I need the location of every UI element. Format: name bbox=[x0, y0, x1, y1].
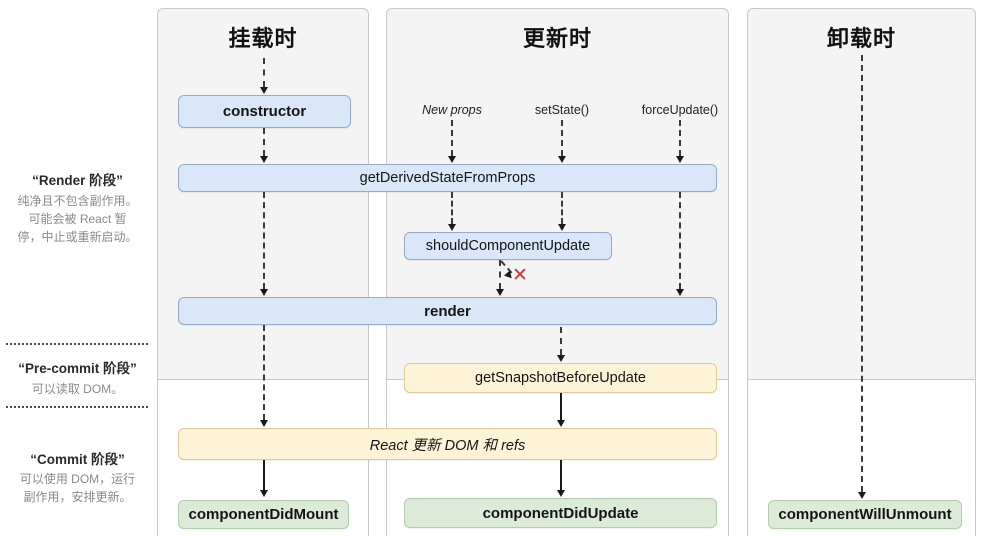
arrow-scu-to-render-line bbox=[499, 260, 501, 289]
arrow-gdsfp-to-scu-left-line bbox=[451, 192, 453, 224]
node-component-did-update: componentDidUpdate bbox=[404, 498, 717, 528]
arrow-constructor-to-gdsfp-head bbox=[260, 156, 268, 163]
arrow-mount-entry-line bbox=[263, 58, 265, 87]
trigger-set-state: setState() bbox=[534, 103, 590, 117]
column-mounting-title: 挂载时 bbox=[228, 26, 298, 51]
node-should-component-update: shouldComponentUpdate bbox=[404, 232, 612, 260]
arrow-snapshot-to-domupdate-line bbox=[560, 393, 562, 420]
arrow-render-to-domupdate-mount-line bbox=[263, 325, 265, 420]
node-render: render bbox=[178, 297, 717, 325]
arrow-domupdate-to-didmount-line bbox=[263, 460, 265, 490]
phase-commit-desc-line2: 副作用，安排更新。 bbox=[23, 490, 132, 504]
arrow-setstate-to-gdsfp-head bbox=[558, 156, 566, 163]
arrow-render-to-snapshot-line bbox=[560, 327, 562, 355]
node-get-snapshot-before-update: getSnapshotBeforeUpdate bbox=[404, 363, 717, 393]
phase-separator-bottom bbox=[6, 406, 148, 408]
trigger-new-props: New props bbox=[422, 103, 482, 117]
arrow-domupdate-to-didupdate-line bbox=[560, 460, 562, 490]
arrow-gdsfp-to-scu-left-head bbox=[448, 224, 456, 231]
arrow-unmount-to-willunmount-head bbox=[858, 492, 866, 499]
arrow-unmount-to-willunmount-line bbox=[861, 55, 863, 492]
arrow-forceupdate-to-gdsfp-head bbox=[676, 156, 684, 163]
phase-pre-commit-desc: 可以读取 DOM。 bbox=[31, 382, 124, 396]
arrow-gdsfp-to-scu-right-line bbox=[561, 192, 563, 224]
phase-render-title: “Render 阶段” bbox=[32, 173, 123, 188]
arrow-gdsfp-to-render-mount-line bbox=[263, 192, 265, 289]
phase-render-desc-line2: 可能会被 React 暂 bbox=[28, 212, 127, 226]
column-updating-title: 更新时 bbox=[522, 26, 592, 51]
arrow-gdsfp-to-scu-right-head bbox=[558, 224, 566, 231]
arrow-setstate-to-gdsfp-line bbox=[561, 120, 563, 156]
node-get-derived-state-from-props: getDerivedStateFromProps bbox=[178, 164, 717, 192]
arrow-gdsfp-to-render-mount-head bbox=[260, 289, 268, 296]
arrow-forceupdate-bypass-to-render-head bbox=[676, 289, 684, 296]
phase-render-desc-line1: 纯净且不包含副作用。 bbox=[17, 194, 138, 208]
arrow-newprops-to-gdsfp-line bbox=[451, 120, 453, 156]
phase-separator-top bbox=[6, 343, 148, 345]
arrow-constructor-to-gdsfp-line bbox=[263, 128, 265, 156]
arrow-forceupdate-bypass-to-render-line bbox=[679, 192, 681, 289]
phase-pre-commit-title: “Pre-commit 阶段” bbox=[18, 361, 137, 376]
arrow-snapshot-to-domupdate-head bbox=[557, 420, 565, 427]
phase-commit-title: “Commit 阶段” bbox=[30, 452, 125, 467]
phase-commit-desc-line1: 可以使用 DOM，运行 bbox=[19, 472, 136, 486]
arrow-scu-to-render-head bbox=[496, 289, 504, 296]
arrow-forceupdate-to-gdsfp-line bbox=[679, 120, 681, 156]
column-unmounting-title: 卸载时 bbox=[826, 26, 896, 51]
update-cancelled-x-icon: ✕ bbox=[512, 265, 528, 286]
arrow-render-to-snapshot-head bbox=[557, 355, 565, 362]
node-react-updates-dom-refs: React 更新 DOM 和 refs bbox=[178, 428, 717, 460]
trigger-force-update: forceUpdate() bbox=[641, 103, 719, 117]
arrow-newprops-to-gdsfp-head bbox=[448, 156, 456, 163]
node-constructor: constructor bbox=[178, 95, 351, 128]
node-component-did-mount: componentDidMount bbox=[178, 500, 349, 529]
node-component-will-unmount: componentWillUnmount bbox=[768, 500, 962, 529]
phase-render-desc-line3: 停，中止或重新启动。 bbox=[17, 230, 138, 244]
arrow-mount-entry-head bbox=[260, 87, 268, 94]
arrow-domupdate-to-didupdate-head bbox=[557, 490, 565, 497]
arrow-domupdate-to-didmount-head bbox=[260, 490, 268, 497]
arrow-render-to-domupdate-mount-head bbox=[260, 420, 268, 427]
